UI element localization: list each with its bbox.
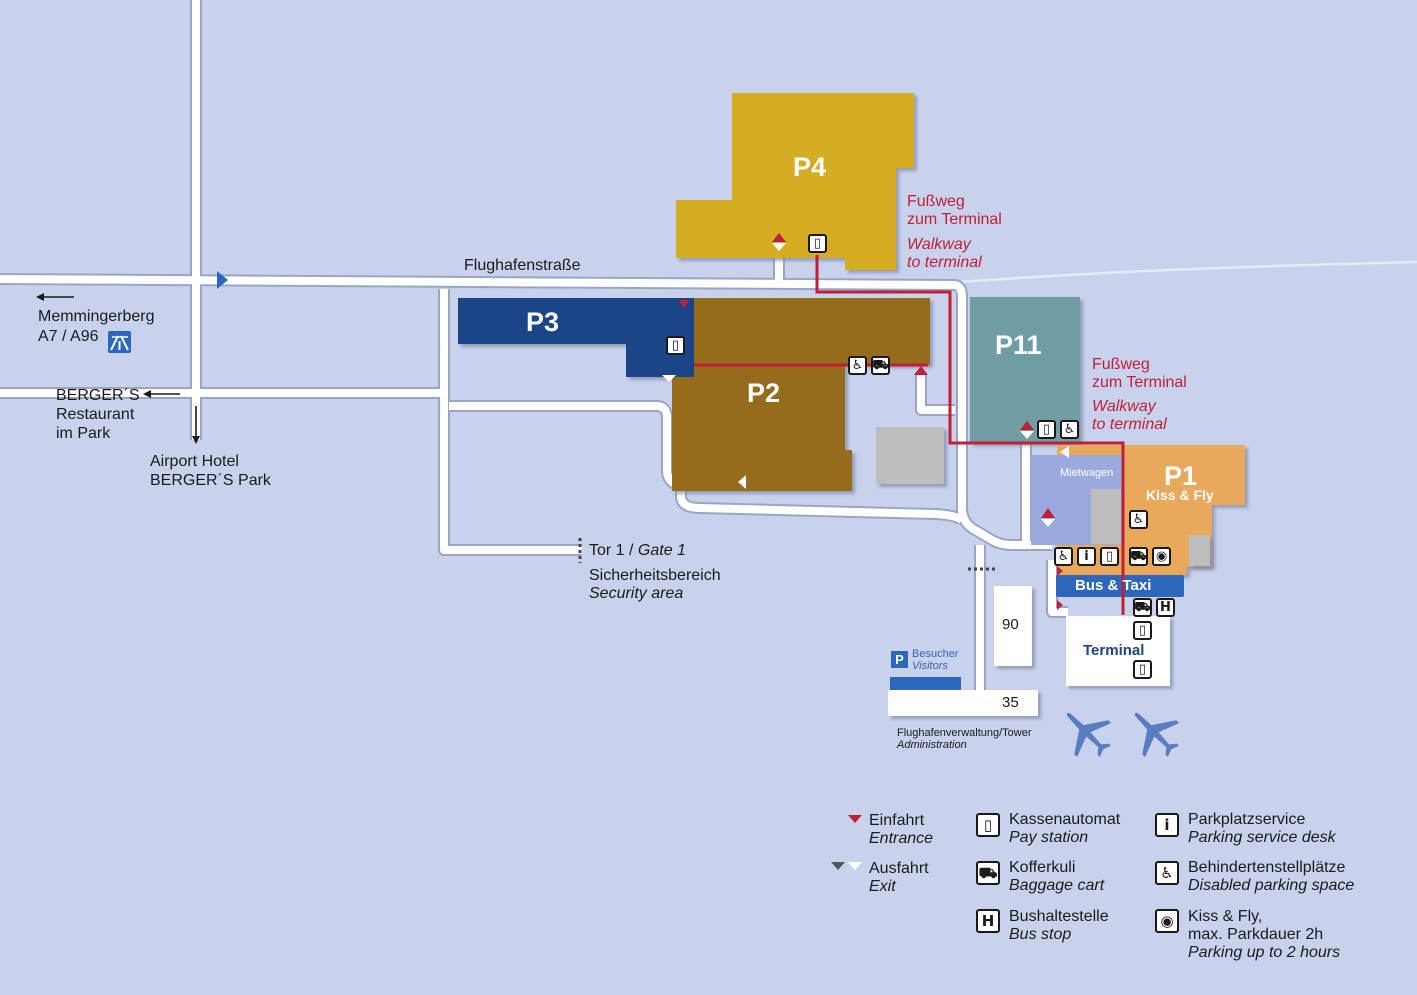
baggage-cart-icon: ⛟ [1133, 598, 1152, 617]
security-label-en: Security area [589, 585, 684, 602]
road-network [0, 0, 1068, 690]
security-label: Sicherheitsbereich [589, 567, 721, 584]
airport-hotel-line2: BERGER´S Park [150, 472, 271, 489]
grey-building [876, 427, 944, 484]
rental-label: Mietwagen [1060, 467, 1114, 479]
pay-station-icon: ▯ [1100, 547, 1119, 566]
walkway-mid-de-2: zum Terminal [1092, 374, 1187, 391]
bus-taxi-label: Bus & Taxi [1075, 577, 1152, 594]
legend-info-icon: i [1155, 813, 1179, 837]
terminal-shape [1066, 616, 1170, 686]
bus-stop-icon: H [1156, 598, 1175, 617]
building-35-shape [888, 690, 1038, 716]
pay-station-icon: ▯ [1133, 621, 1152, 640]
entrance-triangle-icon [848, 815, 862, 823]
info-icon: i [1077, 547, 1096, 566]
building-35-label: 35 [1002, 694, 1019, 711]
lot-p11-shape [970, 297, 1080, 443]
wheelchair-icon: ♿ [848, 356, 867, 375]
terminal-label: Terminal [1083, 642, 1145, 659]
direction-arrow [217, 271, 228, 289]
lot-p2-shape [672, 298, 930, 491]
lot-p11-label: P11 [995, 330, 1042, 360]
building-90-shape [994, 586, 1032, 666]
lot-p4-shape [676, 93, 914, 270]
wheelchair-icon: ♿ [1129, 510, 1148, 529]
kiss-lips-icon: ◉ [1152, 547, 1171, 566]
bergers-restaurant-line2: Restaurant [56, 406, 135, 423]
entry-exit-markers [662, 233, 1069, 610]
baggage-cart-icon: ⛟ [871, 356, 890, 375]
legend-kiss-lips-icon: ◉ [1155, 909, 1179, 933]
walkway-top-en-1: Walkway [907, 236, 971, 253]
legend-pay-station-icon: ▯ [976, 813, 1000, 837]
gate-label: Tor 1 / Gate 1 [589, 542, 686, 559]
lot-p3-shape [458, 298, 694, 377]
gate-markers [578, 538, 996, 571]
lot-p4-label: P4 [793, 152, 827, 182]
legend-wheelchair-icon: ♿ [1155, 861, 1179, 885]
legend-baggage-cart-icon: ⛟ [976, 861, 1000, 885]
legend-triangles [831, 815, 862, 870]
main-road-label: Flughafenstraße [464, 257, 581, 274]
airplane-icon-2 [1134, 712, 1180, 758]
lot-p1-label: P1 [1164, 461, 1198, 491]
walkway-mid-de-1: Fußweg [1092, 356, 1150, 373]
walkway-top-de-2: zum Terminal [907, 211, 1002, 228]
legend-bus-stop-icon: H [976, 909, 1000, 933]
pay-station-icon: ▯ [666, 336, 685, 355]
pay-station-icon: ▯ [1133, 660, 1152, 679]
baggage-cart-icon: ⛟ [1129, 547, 1148, 566]
airplane-icon [1066, 712, 1112, 758]
runway-line [959, 260, 1417, 284]
p1-building [1189, 535, 1210, 566]
building-90-label: 90 [1002, 616, 1019, 633]
walkway-top-en-2: to terminal [907, 254, 982, 271]
lot-p3-label: P3 [526, 307, 560, 337]
walkway-top-de-1: Fußweg [907, 193, 965, 210]
visitors-label-en: Visitors [912, 660, 948, 672]
visitors-parking-shape [890, 677, 961, 690]
motorway-label: A7 / A96 [38, 328, 99, 345]
admin-label-en: Administration [897, 739, 967, 751]
memmingerberg-label: Memmingerberg [38, 308, 155, 325]
rental-building [1091, 489, 1121, 544]
direction-arrows [36, 293, 200, 444]
walkway-mid-en-2: to terminal [1092, 416, 1167, 433]
wheelchair-icon: ♿ [1060, 420, 1079, 439]
lot-p2-label: P2 [747, 378, 781, 408]
visitors-label: Besucher [912, 648, 959, 660]
exit-triangle-icon [831, 862, 845, 870]
bus-taxi-bar [1056, 575, 1184, 597]
bergers-restaurant-line1: BERGER´S [56, 387, 140, 404]
wheelchair-icon: ♿ [1054, 547, 1073, 566]
bergers-restaurant-line3: im Park [56, 425, 111, 442]
visitors-parking-sign: P [891, 651, 908, 668]
walkway-mid-en-1: Walkway [1092, 398, 1156, 415]
airport-hotel-line1: Airport Hotel [150, 453, 239, 470]
pay-station-icon: ▯ [808, 234, 827, 253]
motorway-sign-icon [108, 331, 131, 353]
kiss-fly-label: Kiss & Fly [1146, 487, 1214, 503]
admin-label: Flughafenverwaltung/Tower [897, 727, 1032, 739]
pay-station-icon: ▯ [1037, 420, 1056, 439]
